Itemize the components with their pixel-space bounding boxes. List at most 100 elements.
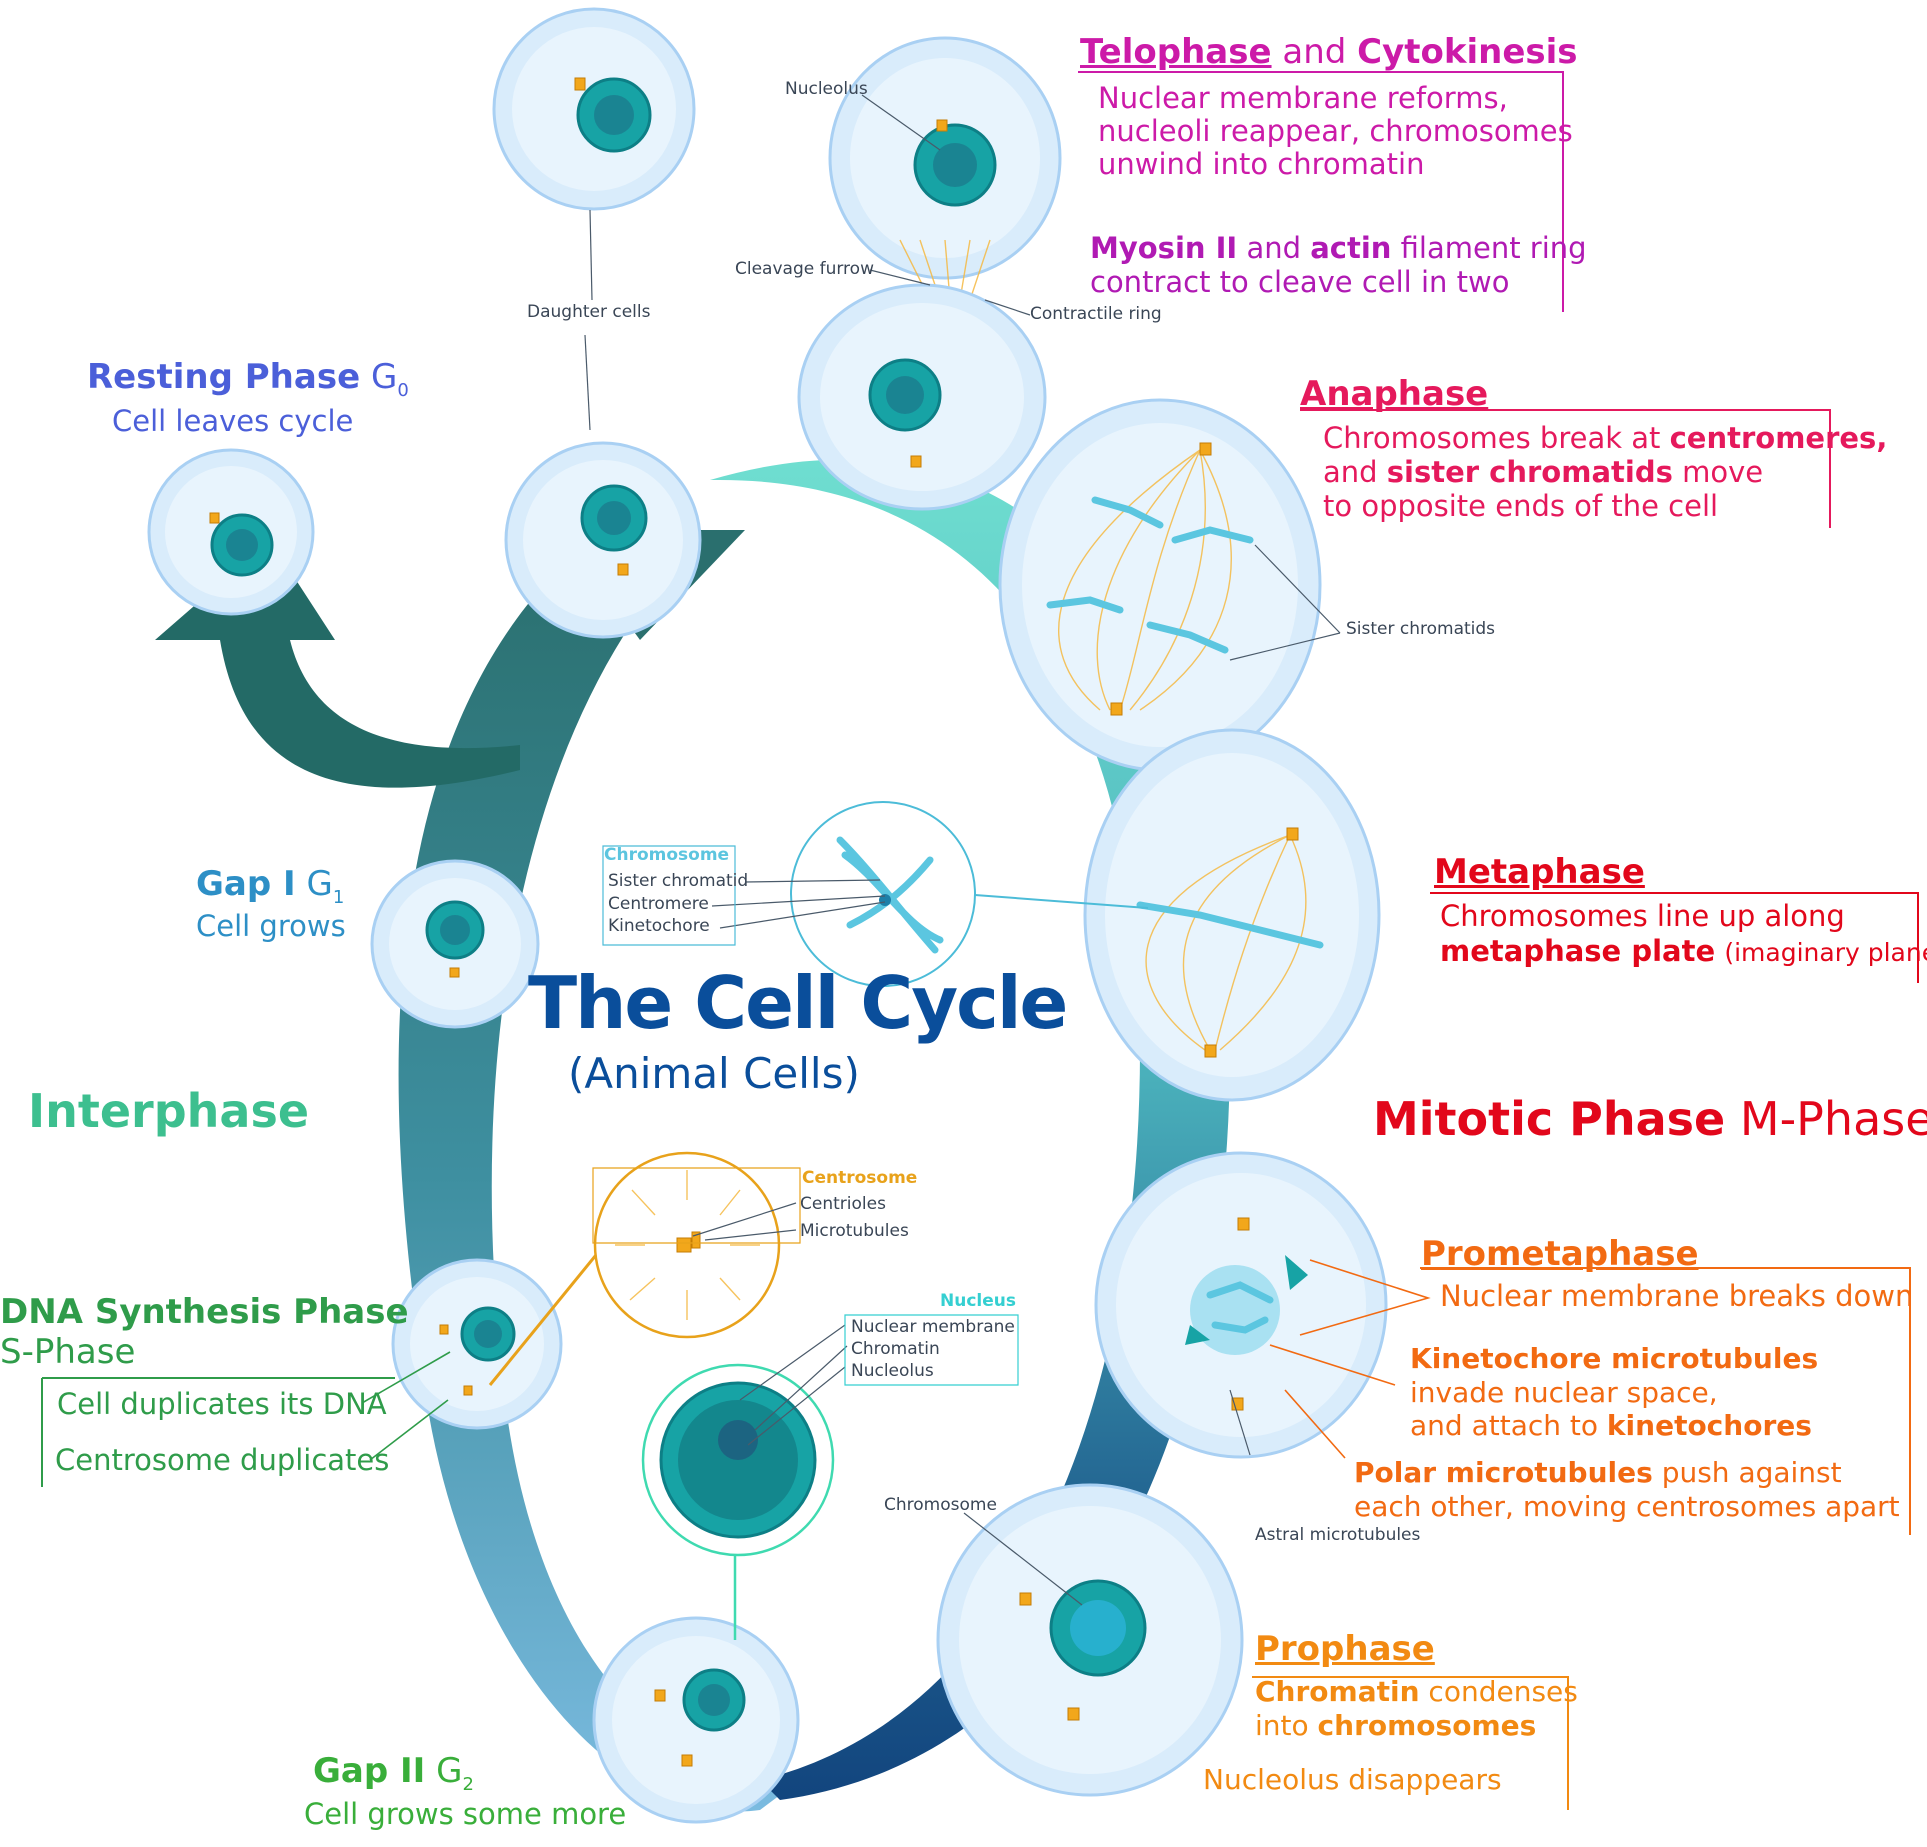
telophase-ring-1: Myosin II and actin filament ring (1090, 231, 1587, 265)
mitotic-heading: Mitotic Phase M-Phase (1373, 1093, 1927, 1146)
telophase-ring-word: filament ring (1400, 231, 1587, 265)
anaphase-l1a: Chromosomes break at (1323, 421, 1661, 455)
metaphase-l2a: metaphase plate (1440, 934, 1716, 968)
prometaphase-l4a: and attach to (1410, 1409, 1599, 1442)
prophase-l2b: chromosomes (1317, 1709, 1537, 1742)
metaphase-line-1: Chromosomes line up along (1440, 899, 1845, 933)
mitotic-arc (710, 459, 1230, 1800)
anaphase-l2b: sister chromatids (1386, 455, 1673, 489)
nucleus-box-item-3: Nucleolus (851, 1361, 934, 1381)
anaphase-l1b: centromeres, (1669, 421, 1888, 455)
chromosome-box-item-1: Sister chromatid (608, 871, 749, 891)
prophase-line-2: into chromosomes (1255, 1709, 1537, 1742)
synthesis-item-centrosome: Centrosome duplicates (55, 1443, 390, 1477)
telophase-heading: Telophase and Cytokinesis (1080, 32, 1578, 72)
anaphase-cell (998, 398, 1322, 772)
telophase-name: Telophase (1080, 32, 1272, 72)
contractile-ring-label: Contractile ring (1030, 304, 1162, 324)
resting-phase-desc: Cell leaves cycle (112, 404, 354, 438)
nucleus-box-item-2: Chromatin (851, 1339, 940, 1359)
page-title: The Cell Cycle (528, 961, 1068, 1045)
gap1-desc: Cell grows (196, 909, 346, 943)
astral-microtubules-label: Astral microtubules (1255, 1525, 1421, 1545)
telophase-and-2: and (1246, 231, 1301, 265)
prometaphase-line-2: Kinetochore microtubules (1410, 1342, 1819, 1375)
s-phase-cell (391, 1258, 563, 1430)
synthesis-heading: DNA Synthesis Phase (0, 1292, 409, 1332)
centrosome-box-item-2: Microtubules (800, 1221, 909, 1241)
prophase-line-1: Chromatin condenses (1255, 1675, 1578, 1708)
resting-phase-sub: 0 (397, 379, 409, 401)
prometaphase-line-6: each other, moving centrosomes apart (1354, 1490, 1900, 1523)
telophase-and: and (1282, 32, 1347, 72)
interphase-arc (398, 540, 800, 1812)
telophase-ring-2: contract to cleave cell in two (1090, 265, 1510, 299)
telophase-actin: actin (1310, 231, 1392, 265)
gap1-cell (370, 859, 540, 1029)
gap2-heading: Gap II G2 (313, 1751, 474, 1795)
resting-phase-symbol: G (370, 357, 398, 397)
chromosome-box-item-3: Kinetochore (608, 916, 710, 936)
chromosome-box-title: Chromosome (604, 845, 730, 865)
nucleus-box-item-1: Nuclear membrane (851, 1317, 1015, 1337)
sister-chromatids-label: Sister chromatids (1346, 619, 1496, 639)
prometaphase-line-5: Polar microtubules push against (1354, 1456, 1842, 1489)
prophase-l2a: into (1255, 1709, 1309, 1742)
synthesis-item-dna: Cell duplicates its DNA (57, 1387, 387, 1421)
prometaphase-l5b: push against (1661, 1456, 1842, 1489)
gap1-symbol: G (306, 864, 333, 904)
bracket-lines (41, 71, 1919, 1810)
prometaphase-l5a: Polar microtubules (1354, 1456, 1653, 1489)
anaphase-line-2: and sister chromatids move (1323, 455, 1764, 489)
chromosome-small-label: Chromosome (884, 1495, 997, 1515)
centrosome-inset (593, 1151, 781, 1339)
telophase-lower-cell (797, 283, 1047, 511)
telophase-upper-cell (828, 36, 1062, 301)
gap1-sub: 1 (332, 886, 345, 908)
daughter-cell-bottom (504, 441, 702, 639)
metaphase-cell (1083, 728, 1381, 1102)
nucleolus-label: Nucleolus (785, 79, 868, 99)
prophase-l1a: Chromatin (1255, 1675, 1420, 1708)
prophase-heading: Prophase (1255, 1629, 1435, 1669)
telophase-myosin: Myosin II (1090, 231, 1238, 265)
prometaphase-line-3: invade nuclear space, (1410, 1376, 1718, 1409)
g2-cell (592, 1616, 800, 1824)
gap2-name: Gap II (313, 1751, 426, 1791)
metaphase-heading: Metaphase (1434, 852, 1645, 892)
anaphase-l2c: move (1682, 455, 1764, 489)
anaphase-line-1: Chromosomes break at centromeres, (1323, 421, 1888, 455)
resting-phase-heading: Resting Phase G0 (87, 357, 409, 401)
metaphase-l2b: (imaginary plane) (1724, 938, 1927, 967)
gap1-heading: Gap I G1 (196, 864, 345, 908)
page-subtitle: (Animal Cells) (568, 1049, 860, 1098)
daughter-cell-top (492, 7, 696, 211)
nucleus-inset (641, 1363, 835, 1557)
mitotic-heading-light: M-Phase (1739, 1092, 1927, 1146)
daughter-cells-label: Daughter cells (527, 302, 651, 322)
gap2-symbol: G (436, 1751, 463, 1791)
chromosome-box-item-2: Centromere (608, 894, 709, 914)
leader-lines (361, 94, 1431, 1640)
cleavage-furrow-label: Cleavage furrow (735, 259, 874, 279)
interphase-heading: Interphase (28, 1084, 310, 1138)
resting-cell (147, 448, 315, 616)
prometaphase-l4b: kinetochores (1606, 1409, 1812, 1442)
gap2-desc: Cell grows some more (304, 1797, 627, 1831)
synthesis-alt: S-Phase (0, 1332, 136, 1372)
prometaphase-cell (1094, 1151, 1388, 1459)
anaphase-line-3: to opposite ends of the cell (1323, 489, 1719, 523)
cytokinesis-name: Cytokinesis (1357, 32, 1578, 72)
gap2-sub: 2 (462, 1773, 474, 1795)
nucleus-box-title: Nucleus (940, 1291, 1016, 1311)
mitotic-heading-bold: Mitotic Phase (1373, 1092, 1726, 1146)
metaphase-line-2: metaphase plate (imaginary plane) (1440, 934, 1927, 968)
prophase-l1b: condenses (1428, 1675, 1578, 1708)
prophase-line-3: Nucleolus disappears (1203, 1763, 1502, 1796)
telophase-desc-2: nucleoli reappear, chromosomes (1098, 114, 1573, 148)
prometaphase-line-1: Nuclear membrane breaks down (1440, 1279, 1914, 1313)
centrosome-box-title: Centrosome (802, 1168, 918, 1188)
anaphase-l2a: and (1323, 455, 1378, 489)
telophase-desc-3: unwind into chromatin (1098, 147, 1425, 181)
